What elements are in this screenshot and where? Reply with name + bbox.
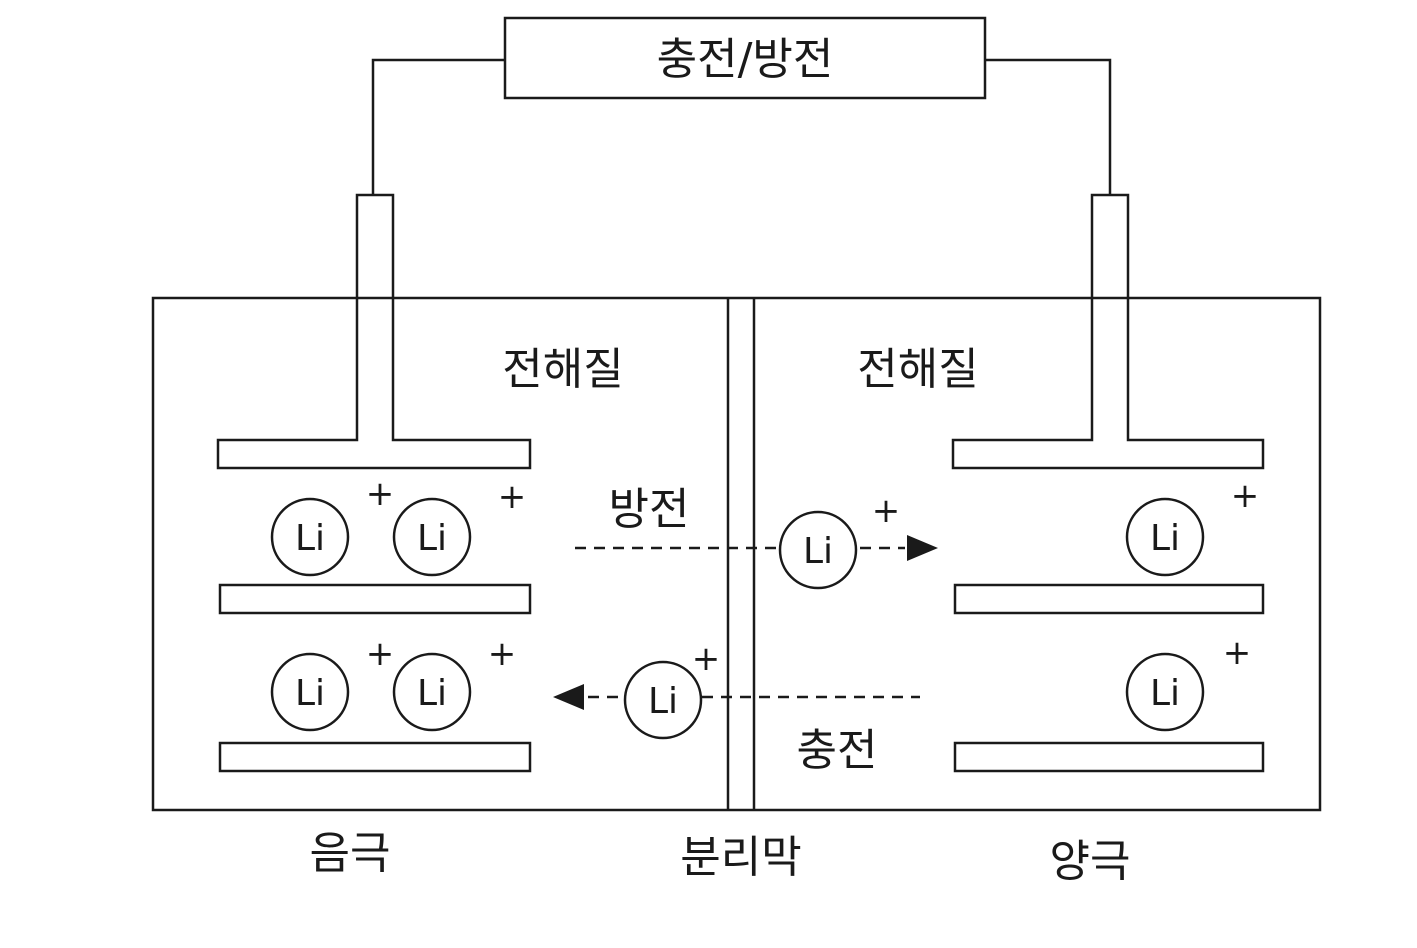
li-symbol: Li — [1150, 673, 1180, 714]
li-symbol: Li — [803, 531, 833, 572]
power-label: 충전/방전 — [657, 34, 834, 85]
ion-charge-sign: + — [1231, 476, 1260, 516]
li-symbol: Li — [648, 681, 678, 722]
li-ion-circle — [392, 652, 472, 732]
wire-left — [371, 58, 505, 195]
li-ion-circle — [270, 652, 350, 732]
anode-plate-2 — [218, 583, 532, 615]
cathode-plate-2 — [953, 583, 1265, 615]
li-ion-circle — [392, 497, 472, 577]
li-symbol: Li — [417, 673, 447, 714]
cathode-label: 양극 — [1050, 836, 1131, 887]
charge-label: 충전 — [797, 725, 878, 776]
discharge-label: 방전 — [609, 484, 690, 535]
cathode-plate-3 — [953, 741, 1265, 773]
discharge-arrowhead — [907, 535, 938, 561]
electrolyte-left-label: 전해질 — [502, 344, 623, 395]
anode-label: 음극 — [310, 828, 391, 879]
li-symbol: Li — [417, 518, 447, 559]
power-box — [503, 16, 987, 100]
electrolyte-right-label: 전해질 — [857, 344, 978, 395]
ion-charge-sign: + — [692, 639, 721, 679]
ion-charge-sign: + — [488, 634, 517, 674]
ion-charge-sign: + — [366, 634, 395, 674]
li-ion-circle — [1125, 497, 1205, 577]
wire-right — [985, 58, 1112, 195]
li-symbol: Li — [295, 518, 325, 559]
li-ion-circle — [1125, 652, 1205, 732]
li-ion-circle — [623, 660, 703, 740]
li-ion-circle — [270, 497, 350, 577]
separator-label: 분리막 — [680, 832, 801, 883]
li-ion-circle — [778, 510, 858, 590]
anode-terminal — [216, 193, 532, 470]
charge-arrowhead — [553, 684, 584, 710]
cathode-terminal — [951, 193, 1265, 470]
ion-charge-sign: + — [1223, 633, 1252, 673]
ion-charge-sign: + — [498, 477, 527, 517]
anode-plate-3 — [218, 741, 532, 773]
ion-charge-sign: + — [366, 474, 395, 514]
cell-container — [151, 296, 1322, 812]
ion-charge-sign: + — [872, 491, 901, 531]
li-symbol: Li — [1150, 518, 1180, 559]
li-symbol: Li — [295, 673, 325, 714]
